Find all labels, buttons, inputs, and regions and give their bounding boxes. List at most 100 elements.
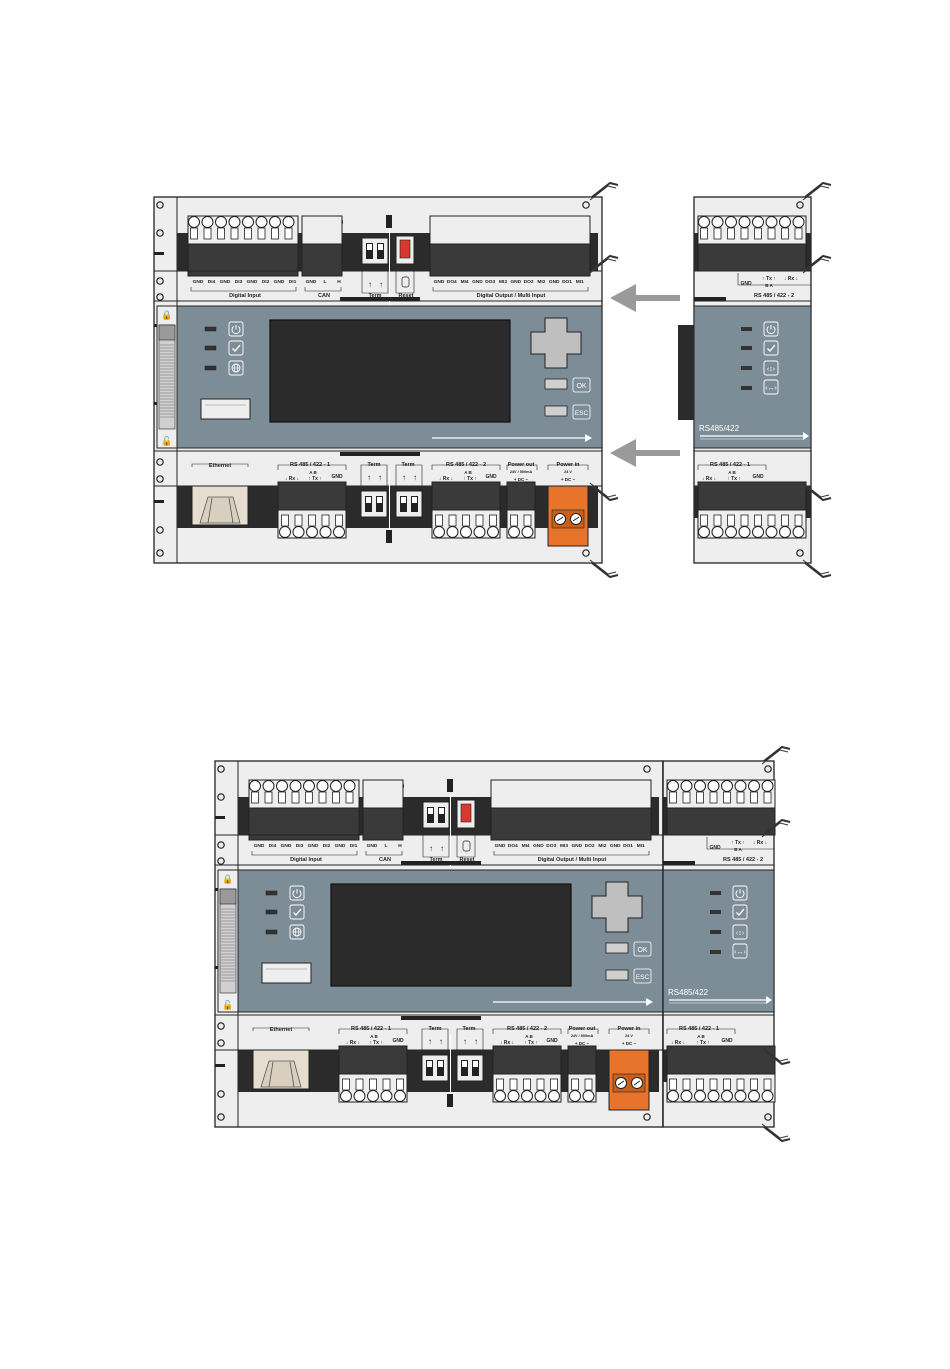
dpad-button	[530, 317, 582, 369]
bidirectional-arrows-icon: ‹↔›	[765, 385, 777, 392]
ext-rs1-terminal	[697, 481, 807, 511]
term-arrow-icon: ↑	[402, 473, 406, 482]
dpad-button	[591, 881, 643, 933]
ab-label: A B	[525, 1034, 533, 1039]
do-pin-label: GND	[533, 843, 544, 849]
io-arrows-icon: ‹↕›	[736, 930, 745, 937]
ext-rs1-label: RS 485 / 422 - 1	[679, 1026, 719, 1032]
reset-label: Reset	[399, 293, 414, 299]
check-icon	[767, 344, 776, 352]
can-terminal	[362, 779, 404, 841]
term-arrow-icon: ↑	[367, 473, 371, 482]
insertion-arrow-bottom	[610, 439, 680, 467]
ok-label: OK	[576, 383, 586, 390]
gnd-label: GND	[546, 1038, 558, 1044]
power-out-spec-label: 24V / 500mA	[510, 470, 533, 474]
power-in-label: Power in	[557, 462, 581, 468]
svg-text:‹↔›: ‹↔›	[734, 949, 746, 956]
gnd-label: GND	[752, 474, 764, 480]
di-pin-label: DI3	[235, 279, 243, 285]
do-pin-label: DO1	[623, 843, 633, 849]
di-pin-label: GND	[254, 843, 265, 849]
status-led	[741, 366, 752, 370]
lock-slider: 🔒 🔓	[217, 869, 239, 1013]
ethernet-label: Ethernet	[209, 463, 231, 469]
insertion-arrow-top	[610, 284, 680, 312]
svg-text:‹↔›: ‹↔›	[765, 385, 777, 392]
check-icon	[293, 908, 302, 916]
term-label: Term	[462, 1026, 475, 1032]
do-pin-label: DO1	[562, 279, 572, 285]
power-icon	[766, 325, 776, 335]
rs2-label: RS 485 / 422 - 2	[446, 462, 486, 468]
gnd-label: GND	[331, 474, 343, 480]
lock-slider: 🔒 🔓	[156, 305, 178, 449]
do-pin-label: DO4	[447, 279, 457, 285]
term-arrow-icon: ↑	[439, 1037, 443, 1046]
globe-icon	[292, 927, 302, 937]
do-pin-label: MI1	[637, 843, 645, 849]
rs1-label: RS 485 / 422 - 1	[351, 1026, 391, 1032]
di-pin-label: GND	[220, 279, 231, 285]
power-in-spec-label: 24 V	[625, 1034, 633, 1038]
digital-input-label: Digital Input	[229, 293, 261, 299]
di-pin-label: DI4	[269, 843, 277, 849]
status-led	[741, 346, 752, 350]
gnd-label: GND	[721, 1038, 733, 1044]
ext-rs2-label: RS 485 / 422 - 2	[723, 857, 763, 863]
reset-switch	[456, 799, 476, 829]
power-in-spec-label: 24 V	[564, 470, 572, 474]
di-pin-label: DI1	[289, 279, 297, 285]
power-out-spec-label: 24V / 500mA	[571, 1034, 594, 1038]
esc-label: ESC	[636, 974, 650, 981]
term-dip-switch-lower-1	[421, 1054, 449, 1082]
di-pin-label: DI3	[296, 843, 304, 849]
globe-icon	[231, 363, 241, 373]
ab-label: A B	[728, 470, 736, 475]
term-arrow-icon: ↑	[429, 844, 433, 853]
can-pin-label: GND	[306, 279, 317, 285]
do-pin-label: MI1	[576, 279, 584, 285]
rs485-422-label: RS485/422	[668, 988, 709, 997]
di-pin-label: GND	[281, 843, 292, 849]
can-pin-label: H	[337, 279, 341, 285]
term-dip-switch-lower-1	[360, 490, 388, 518]
can-pin-label: GND	[367, 843, 378, 849]
reset-button-icon	[401, 276, 410, 288]
digital-output-label: Digital Output / Multi Input	[477, 293, 546, 299]
digital-output-label: Digital Output / Multi Input	[538, 857, 607, 863]
bidirectional-arrows-icon: ‹↔›	[734, 949, 746, 956]
term-arrow-icon: ↑	[413, 473, 417, 482]
term-label: Term	[368, 293, 381, 299]
dc-label: + DC −	[622, 1041, 637, 1046]
di-pin-label: GND	[274, 279, 285, 285]
power-icon	[735, 889, 745, 899]
gnd-label: GND	[485, 474, 497, 480]
do-pin-label: MI3	[499, 279, 507, 285]
status-led	[710, 891, 721, 895]
power-in-label: Power in	[618, 1026, 642, 1032]
dc-label: + DC −	[561, 477, 576, 482]
di-pin-label: GND	[308, 843, 319, 849]
reset-button-icon	[462, 840, 471, 852]
digital-output-terminal	[429, 215, 591, 277]
rx-label: ↓ Rx ↓	[702, 476, 716, 482]
ab-label: A B	[697, 1034, 705, 1039]
di-pin-label: GND	[335, 843, 346, 849]
rx-label: ↓ Rx ↓	[671, 1040, 685, 1046]
di-pin-label: GND	[193, 279, 204, 285]
di-pin-label: DI4	[208, 279, 216, 285]
di-pin-label: DI1	[350, 843, 358, 849]
svg-text:‹↕›: ‹↕›	[767, 366, 776, 373]
can-pin-label: L	[324, 279, 327, 285]
status-led	[741, 327, 752, 331]
check-icon	[736, 908, 745, 916]
unlock-icon: 🔓	[161, 435, 172, 446]
do-pin-label: GND	[571, 843, 582, 849]
rx-label: ↓ Rx ↓	[346, 1040, 360, 1046]
unlock-icon: 🔓	[222, 999, 233, 1010]
term-arrow-icon: ↑	[379, 280, 383, 289]
gnd-label: GND	[709, 845, 721, 851]
